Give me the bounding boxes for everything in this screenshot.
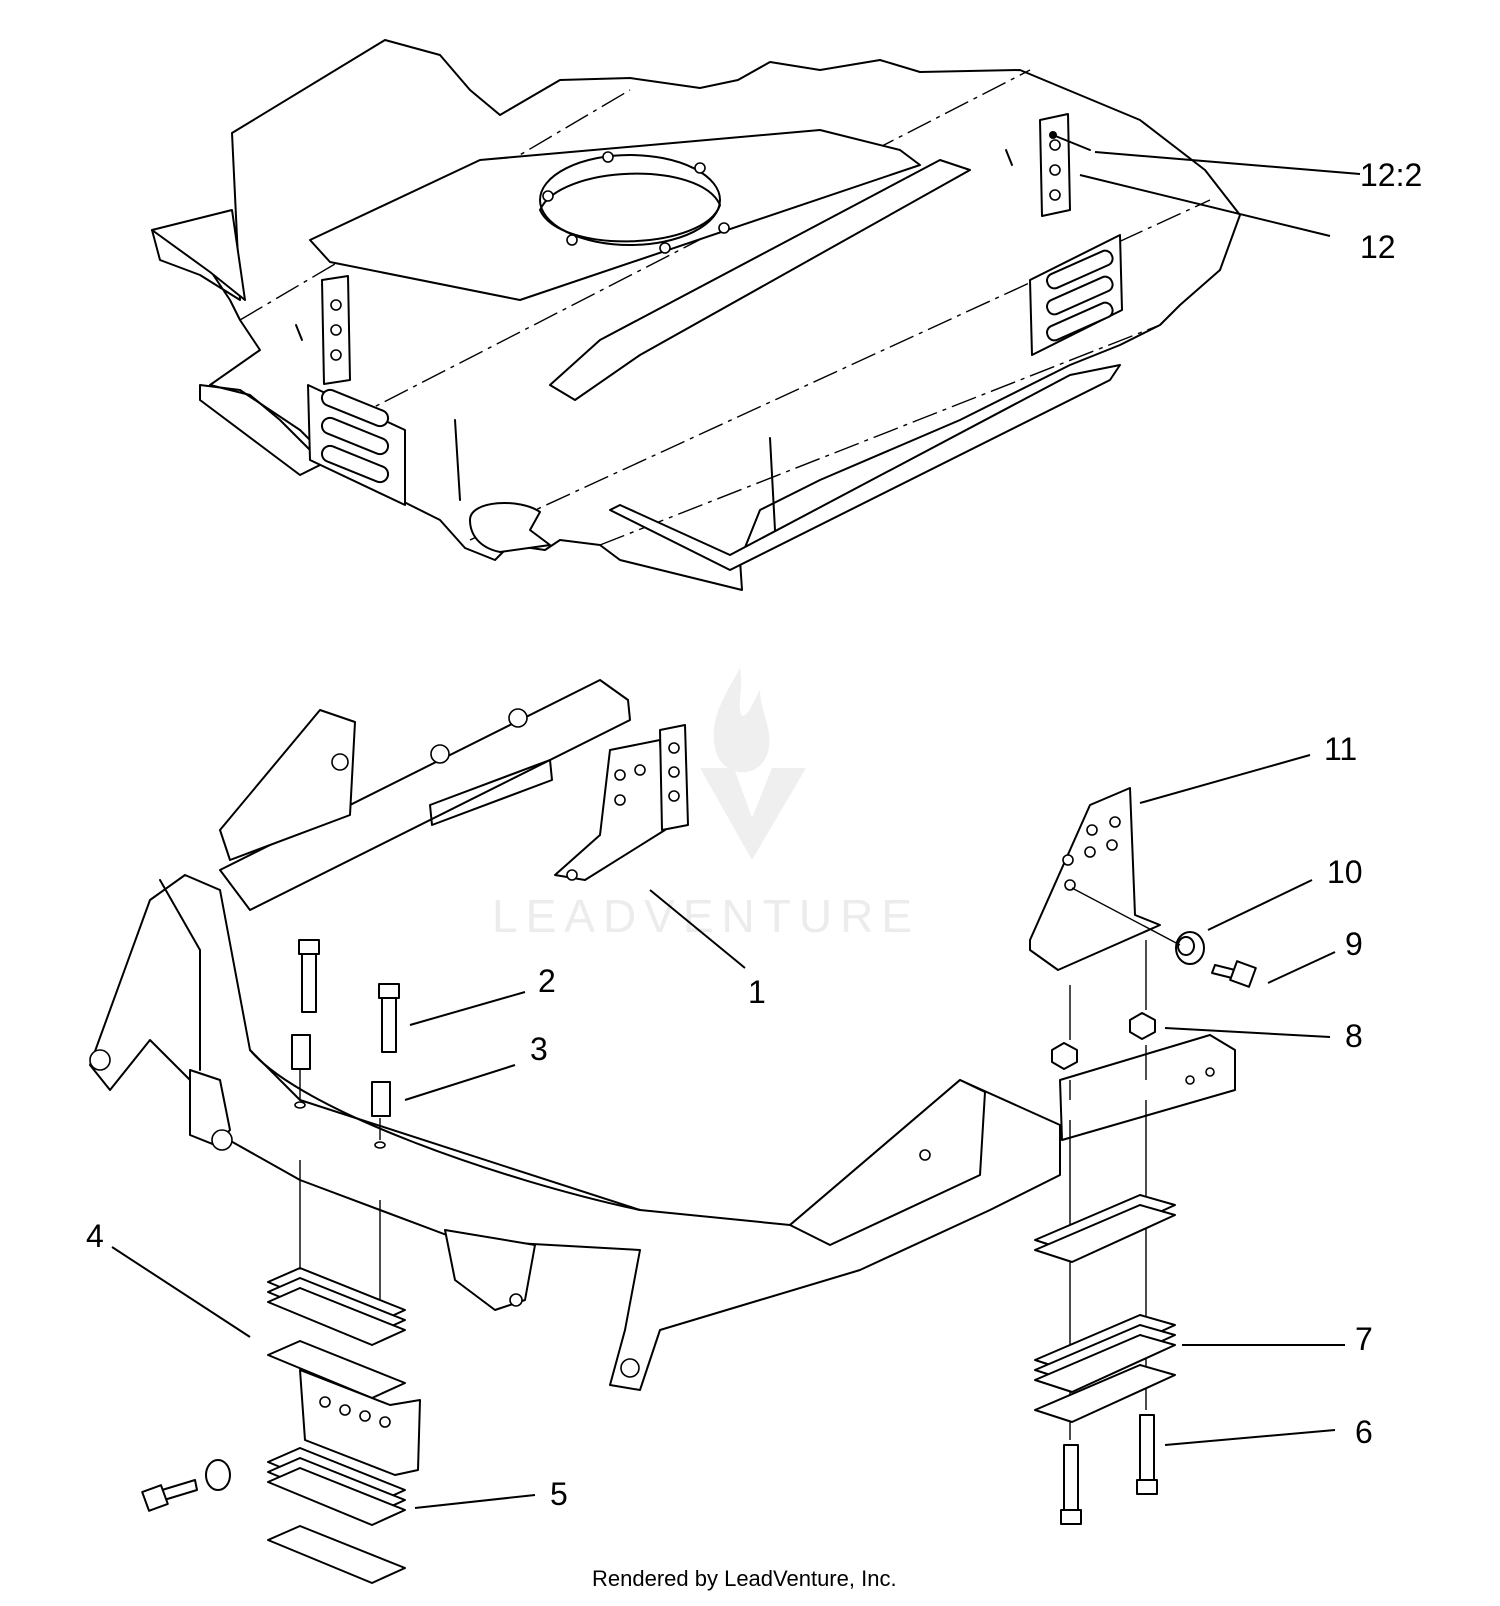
callout-10: 10 <box>1327 854 1363 890</box>
callout-8: 8 <box>1345 1018 1363 1054</box>
callout-2: 2 <box>538 963 556 999</box>
callout-11: 11 <box>1324 731 1357 767</box>
callout-12-2: 12:2 <box>1360 157 1422 193</box>
callout-3: 3 <box>530 1031 548 1067</box>
part-1-hanger-bracket <box>554 724 689 881</box>
part-7-plate <box>1034 1194 1176 1423</box>
part-10-spacer <box>1175 931 1205 965</box>
callout-6: 6 <box>1355 1414 1373 1450</box>
callout-12: 12 <box>1360 229 1396 265</box>
leader-lines <box>111 151 1361 1509</box>
part-5-isolator <box>267 1447 406 1584</box>
callout-1: 1 <box>748 974 766 1010</box>
part-9-bolt <box>1211 960 1257 988</box>
watermark-brand: LEADVENTURE <box>492 890 920 942</box>
callout-9: 9 <box>1345 926 1363 962</box>
part-4-isolator-plate <box>267 1267 421 1476</box>
part-8-nut <box>1051 1012 1156 1070</box>
callout-7: 7 <box>1355 1321 1373 1357</box>
deck-height-bracket-right <box>1029 113 1123 356</box>
part-11-hanger-bracket <box>1029 787 1161 971</box>
callout-labels: 12:2 12 11 10 9 8 7 6 5 4 3 2 1 <box>86 157 1422 1512</box>
part-3-spacer <box>291 1034 391 1117</box>
flame-logo-icon <box>700 668 806 860</box>
tractor-frame <box>89 679 1236 1391</box>
callout-4: 4 <box>86 1218 104 1254</box>
spindle-housing <box>539 151 730 254</box>
part-6-bolt <box>1060 1414 1158 1525</box>
callout-5: 5 <box>550 1476 568 1512</box>
mower-deck <box>151 39 1241 591</box>
deck-height-bracket-left <box>307 275 406 506</box>
render-credit: Rendered by LeadVenture, Inc. <box>592 1566 897 1591</box>
part-2-bolt <box>298 939 400 1053</box>
